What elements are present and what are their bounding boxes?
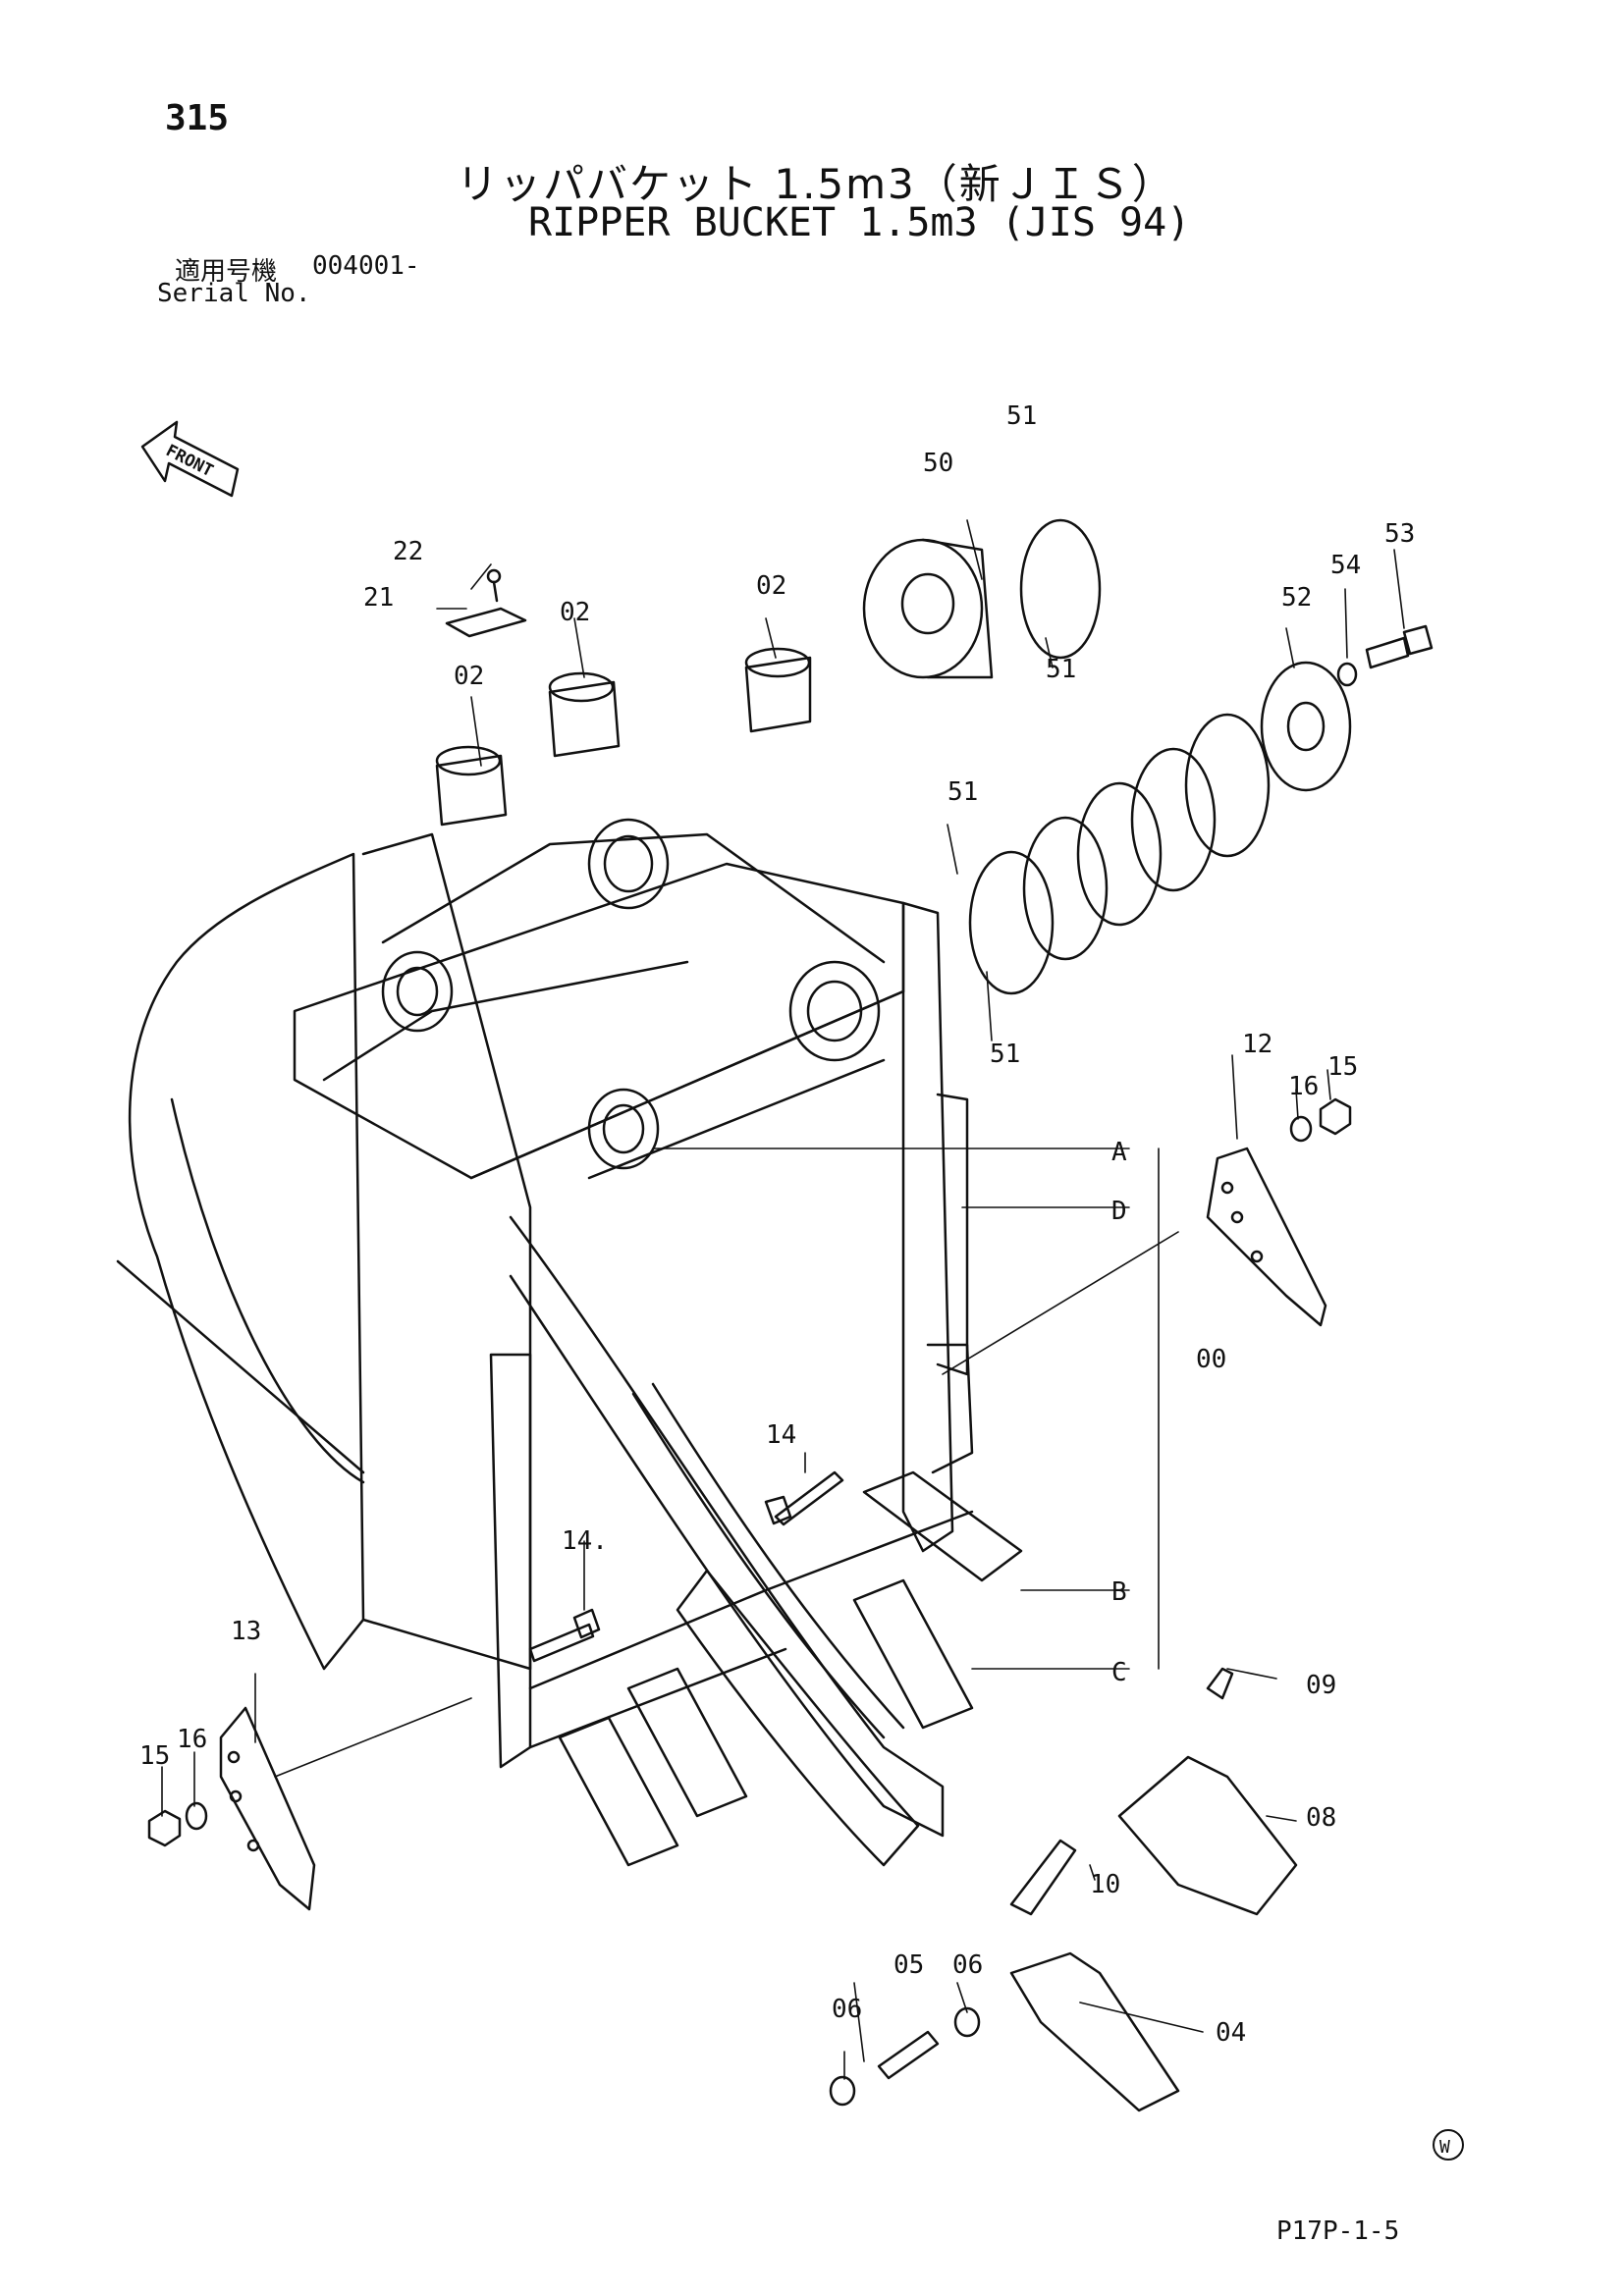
callout-05: 05: [893, 1950, 924, 1980]
callout-15: 15: [139, 1741, 170, 1771]
boss-50-icon: [862, 538, 994, 679]
callout-00: 00: [1196, 1345, 1226, 1374]
reference-D: D: [1111, 1197, 1127, 1226]
callout-14: 14: [766, 1420, 796, 1450]
callout-04: 04: [1216, 2018, 1246, 2048]
washer-54-icon: [1336, 662, 1358, 687]
wear-plate-10-icon: [1009, 1839, 1077, 1916]
serial-label-japanese: 適用号機: [175, 257, 278, 287]
callout-54: 54: [1330, 551, 1361, 580]
page-number: 315: [165, 98, 230, 138]
callout-09: 09: [1306, 1671, 1336, 1700]
bolt-53-icon: [1365, 624, 1434, 669]
washer-16-icon: [185, 1115, 1313, 1831]
nut-15-icon: [147, 1097, 1352, 1847]
bushing-02-icon: [435, 647, 812, 827]
reference-B: B: [1111, 1577, 1127, 1607]
callout-16: 16: [177, 1725, 207, 1754]
reference-C: C: [1111, 1658, 1127, 1687]
callout-08: 08: [1306, 1803, 1336, 1833]
front-arrow-icon: FRONT: [140, 420, 240, 498]
callout-labels: 00 02 02 02 04 05 06 06 08 09 10 12 13 1…: [139, 401, 1415, 2048]
plate-21-icon: [445, 568, 527, 638]
callout-22: 22: [393, 537, 423, 566]
callout-51: 51: [947, 777, 978, 807]
callout-51: 51: [1046, 655, 1076, 684]
callout-53: 53: [1384, 519, 1415, 549]
leader-lines: [161, 519, 1405, 2080]
title-japanese: リッパバケット 1.5m3（新ＪＩＳ）: [457, 160, 1175, 208]
side-cutter-13-icon: [219, 1706, 316, 1911]
callout-52: 52: [1281, 583, 1312, 613]
callout-02: 02: [454, 662, 484, 691]
pin-05-icon: [877, 2030, 940, 2080]
callout-02: 02: [756, 571, 786, 601]
reference-A: A: [1111, 1138, 1127, 1167]
bolt-14-icon: [528, 1470, 844, 1663]
lock-06-icon: [829, 2006, 981, 2107]
callout-12: 12: [1242, 1030, 1272, 1059]
pin-09-icon: [1206, 1667, 1234, 1700]
callout-06: 06: [832, 1995, 862, 2024]
callout-16: 16: [1288, 1072, 1319, 1101]
watermark-icon: W: [1433, 2129, 1464, 2161]
callout-51: 51: [1006, 401, 1037, 431]
callout-50: 50: [923, 449, 953, 478]
callout-51: 51: [990, 1040, 1020, 1069]
mounting-bosses: [381, 818, 886, 1180]
title-english: RIPPER BUCKET 1.5m3 (JIS 94): [528, 200, 1191, 245]
callout-13: 13: [231, 1617, 261, 1646]
serial-number-value: 004001-: [312, 251, 420, 281]
plate-52-icon: [1260, 624, 1434, 792]
footer-code: P17P-1-5: [1276, 2216, 1400, 2246]
svg-text:W: W: [1439, 2137, 1450, 2158]
callout-06: 06: [952, 1950, 983, 1980]
callout-14: 14.: [562, 1526, 608, 1556]
callout-10: 10: [1090, 1870, 1120, 1899]
callout-15: 15: [1327, 1052, 1358, 1082]
side-cutter-12-icon: [1206, 1147, 1327, 1327]
callout-02: 02: [560, 598, 590, 627]
tooth-08-icon: [1117, 1755, 1298, 1916]
bucket-body: [116, 832, 974, 1867]
shim-51-icon: [968, 518, 1271, 995]
tooth-04-icon: [1009, 1951, 1180, 2112]
callout-21: 21: [363, 583, 394, 613]
bucket-teeth: [558, 1470, 1023, 1867]
serial-label-english: Serial No.: [157, 279, 311, 308]
